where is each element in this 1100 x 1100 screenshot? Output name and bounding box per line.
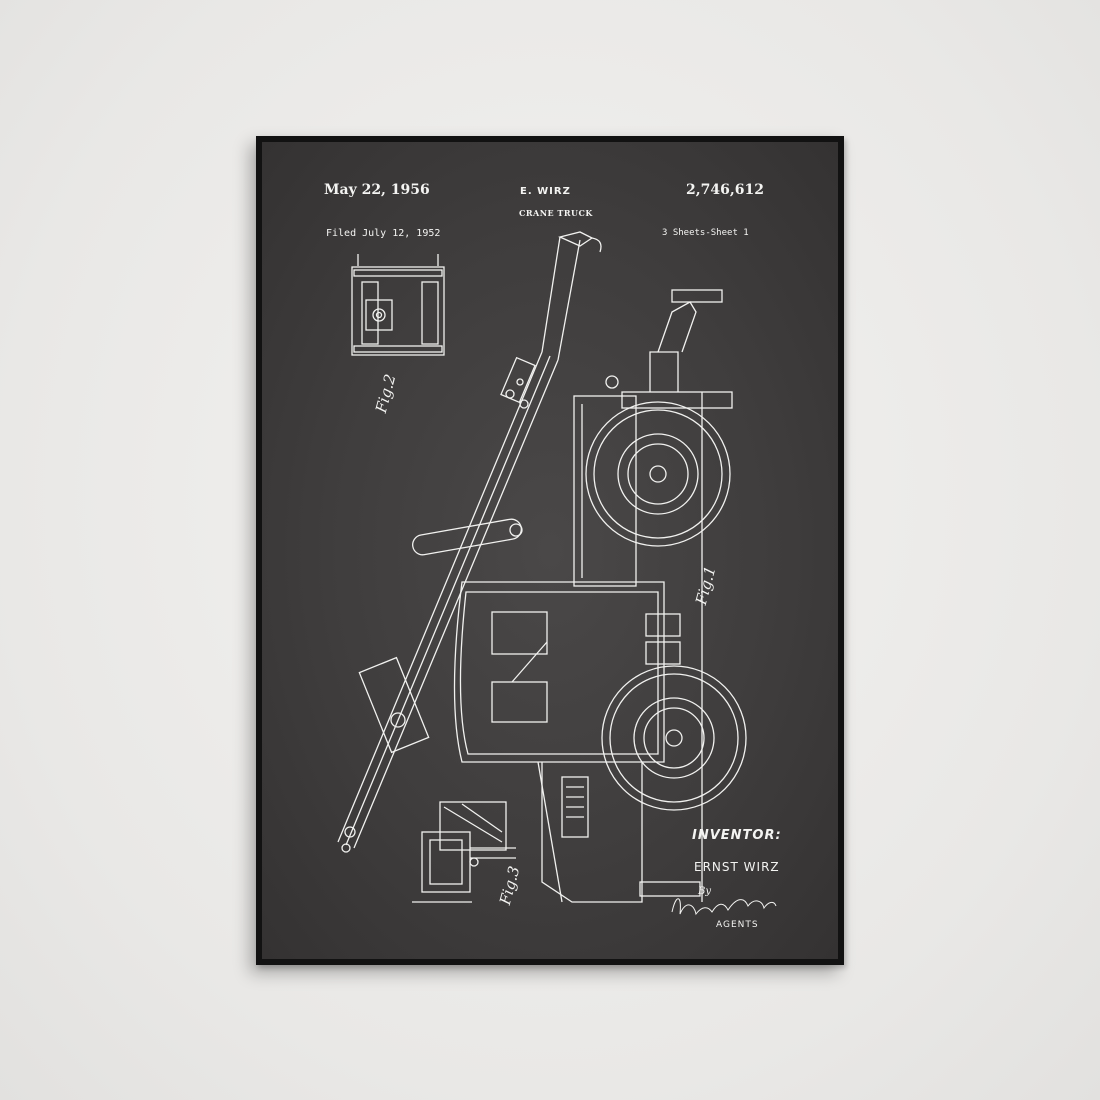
fig3-detail: [412, 801, 516, 903]
crane-boom: [337, 231, 602, 853]
fig2-detail: [351, 254, 445, 356]
sheet-count: 3 Sheets-Sheet 1: [662, 228, 749, 238]
by-label: By: [698, 886, 711, 897]
agent-signature: [671, 898, 777, 916]
patent-poster: May 22, 1956 E. WIRZ CRANE TRUCK 2,746,6…: [262, 142, 838, 959]
inventor-label: INVENTOR:: [692, 828, 782, 843]
filed-date: Filed July 12, 1952: [326, 228, 441, 239]
patent-number: 2,746,612: [686, 182, 764, 198]
crane-truck-drawing: [337, 231, 777, 916]
patent-title: CRANE TRUCK: [519, 208, 593, 218]
truck-body: [453, 289, 733, 903]
poster-frame: May 22, 1956 E. WIRZ CRANE TRUCK 2,746,6…: [256, 136, 844, 965]
inventor-header: E. WIRZ: [520, 186, 571, 197]
patent-date: May 22, 1956: [324, 182, 430, 198]
inventor-name: ERNST WIRZ: [694, 860, 780, 874]
agents-label: AGENTS: [716, 920, 759, 930]
truck-wheels: [585, 401, 747, 811]
